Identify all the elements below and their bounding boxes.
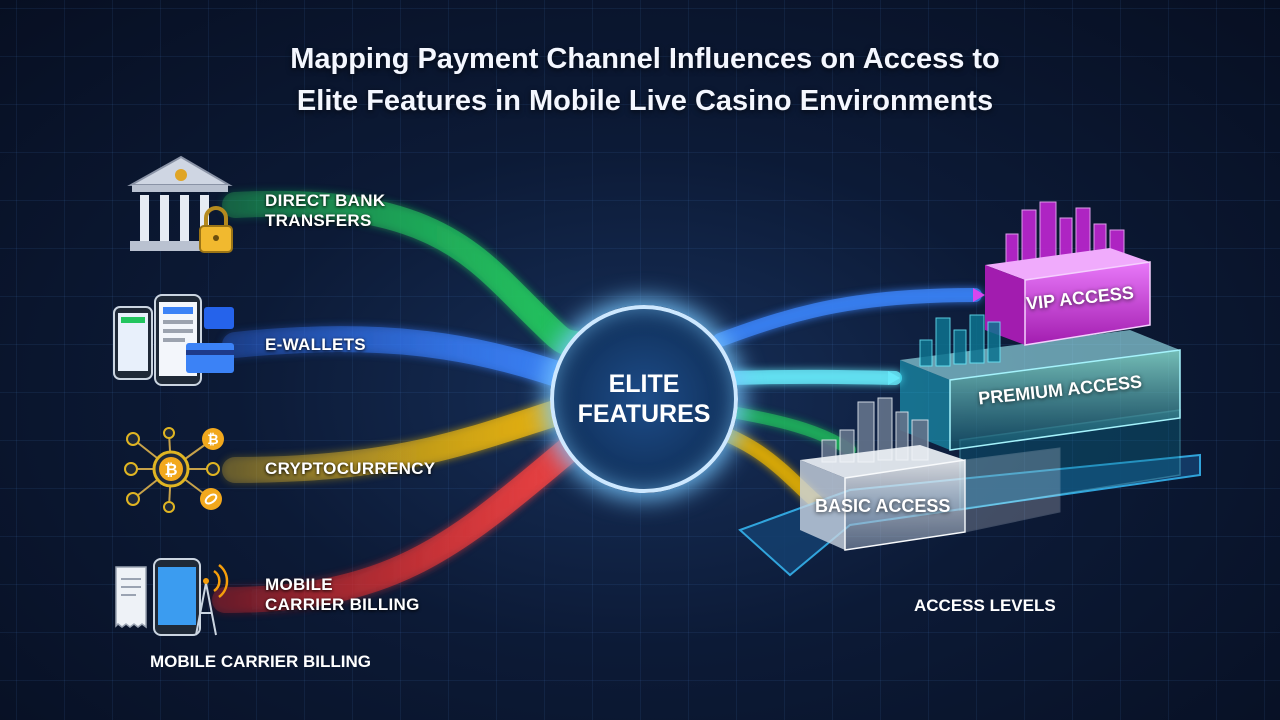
basic-block-front <box>800 460 845 550</box>
phone-tower-receipt-icon <box>115 558 229 636</box>
channel-label-crypto: CRYPTOCURRENCY <box>265 459 436 478</box>
svg-text:₿: ₿ <box>207 432 218 448</box>
flow-red <box>212 427 593 613</box>
tier-label-basic: BASIC ACCESS <box>815 496 951 516</box>
caption-mobile-carrier-billing: MOBILE CARRIER BILLING <box>150 652 371 671</box>
caption-access-levels: ACCESS LEVELS <box>914 596 1056 615</box>
channel-label-mobile: MOBILE CARRIER BILLING <box>265 575 420 614</box>
svg-text:₿: ₿ <box>164 460 177 479</box>
basic-glass-extension <box>964 447 1061 533</box>
title-line-1: Mapping Payment Channel Influences on Ac… <box>290 43 1000 75</box>
basic-block-top <box>800 445 965 478</box>
arrow-vip <box>973 288 985 302</box>
page-title: Mapping Payment Channel Influences on Ac… <box>0 38 1280 122</box>
premium-block-top <box>900 330 1180 380</box>
flow-gold <box>222 397 578 483</box>
flow-out-cyan <box>723 369 902 385</box>
access-tiers-graphic <box>738 201 1201 577</box>
vip-block-top <box>985 248 1150 280</box>
bitcoin-network-icon: ₿ ₿ <box>124 427 224 513</box>
vip-block-side <box>1024 261 1151 346</box>
vip-buildings <box>1005 201 1125 266</box>
title-line-2: Elite Features in Mobile Live Casino Env… <box>296 85 994 117</box>
arrow-premium <box>888 371 900 385</box>
elite-features-hub: ELITE FEATURES <box>550 305 738 493</box>
flow-out-blue <box>713 288 982 347</box>
basic-block-side <box>844 459 966 551</box>
channel-label-bank: DIRECT BANK TRANSFERS <box>265 191 386 230</box>
premium-buildings <box>919 314 1001 367</box>
premium-block-side <box>949 349 1181 451</box>
phones-and-cards-icon <box>113 294 234 386</box>
flow-blue <box>222 326 573 388</box>
bank-with-lock-icon <box>127 155 233 253</box>
flow-green <box>222 190 593 358</box>
channel-label-ewallets: E-WALLETS <box>265 335 366 354</box>
hub-label: ELITE FEATURES <box>577 370 711 428</box>
